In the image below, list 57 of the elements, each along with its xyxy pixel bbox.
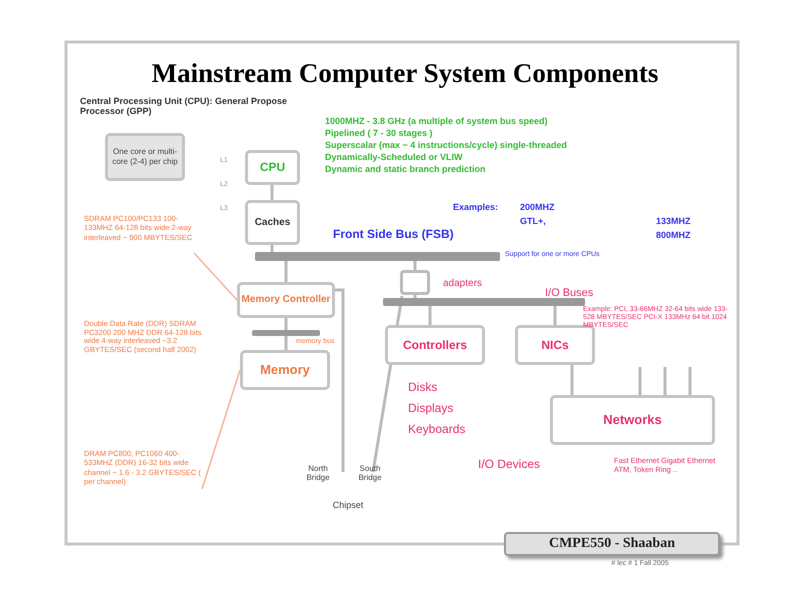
spec-text: Pipelined ( 7 - 30 stages ) (325, 128, 434, 138)
connector-line (284, 318, 288, 330)
connector-line (428, 306, 432, 325)
connector-line (414, 295, 416, 298)
chip-name: South Bridge (357, 464, 383, 482)
box-label: Memory Controller (242, 294, 330, 306)
component-box (245, 150, 300, 185)
connector-line (664, 367, 666, 395)
connector-line (284, 261, 288, 282)
box-label: Controllers (402, 338, 467, 352)
box-label: Memory (260, 362, 310, 378)
box-label: CPU (260, 160, 286, 175)
box-label: One core or multi-core (2-4) per chip (111, 147, 179, 167)
connector-line (284, 336, 288, 350)
example-text: GTL+, (520, 216, 547, 226)
footer-badge: CMPE550 - Shaaban (504, 532, 720, 556)
bus-name: I/O Buses (545, 287, 594, 300)
chip-name: North Bridge (305, 464, 331, 482)
box-label: Caches (254, 216, 290, 228)
connector-line (638, 367, 642, 395)
connector-line (270, 185, 274, 200)
device-name: Disks (408, 381, 438, 395)
example-text: 133MHZ (656, 216, 692, 226)
example-text: 200MHZ (520, 202, 556, 212)
example-text: 800MHZ (656, 230, 692, 240)
component-box (240, 350, 330, 390)
connector-line (688, 367, 692, 395)
connector-line (270, 245, 274, 252)
bus-bar (252, 330, 320, 336)
example-text: Examples: (453, 202, 500, 212)
chip-name: Chipset (332, 500, 364, 510)
device-name: I/O Devices (478, 458, 542, 472)
connector-line (554, 306, 556, 325)
bus-bar (383, 298, 585, 306)
box-label: NICs (541, 338, 569, 352)
spec-text: Superscalar (max ~ 4 instructions/cycle) single-threaded (325, 140, 568, 150)
note-box (105, 133, 185, 181)
component-box (385, 325, 485, 365)
title: Mainstream Computer System Components (150, 58, 660, 89)
leader-line (201, 370, 241, 490)
spec-text: 1000MHZ - 3.8 GHz (a multiple of system bus speed) (325, 116, 549, 126)
component-box (237, 282, 335, 318)
spec-text: Dynamic and static branch prediction (325, 164, 487, 174)
spec-text: Dynamically-Scheduled or VLIW (325, 152, 464, 162)
box-label: Networks (603, 412, 662, 428)
component-box (550, 395, 715, 445)
leader-line (193, 252, 238, 300)
device-name: Keyboards (408, 423, 466, 437)
connector-line (570, 365, 574, 395)
device-name: Displays (408, 402, 454, 416)
bus-name: adapters (443, 278, 483, 290)
bus-name: Front Side Bus (FSB) (333, 228, 455, 242)
process-box (400, 270, 430, 295)
heading-text: Central Processing Unit (CPU): General Propose Processor (GPP) (80, 96, 288, 117)
component-box (245, 200, 300, 245)
bus-bar (255, 252, 500, 261)
connector-line (414, 261, 416, 270)
